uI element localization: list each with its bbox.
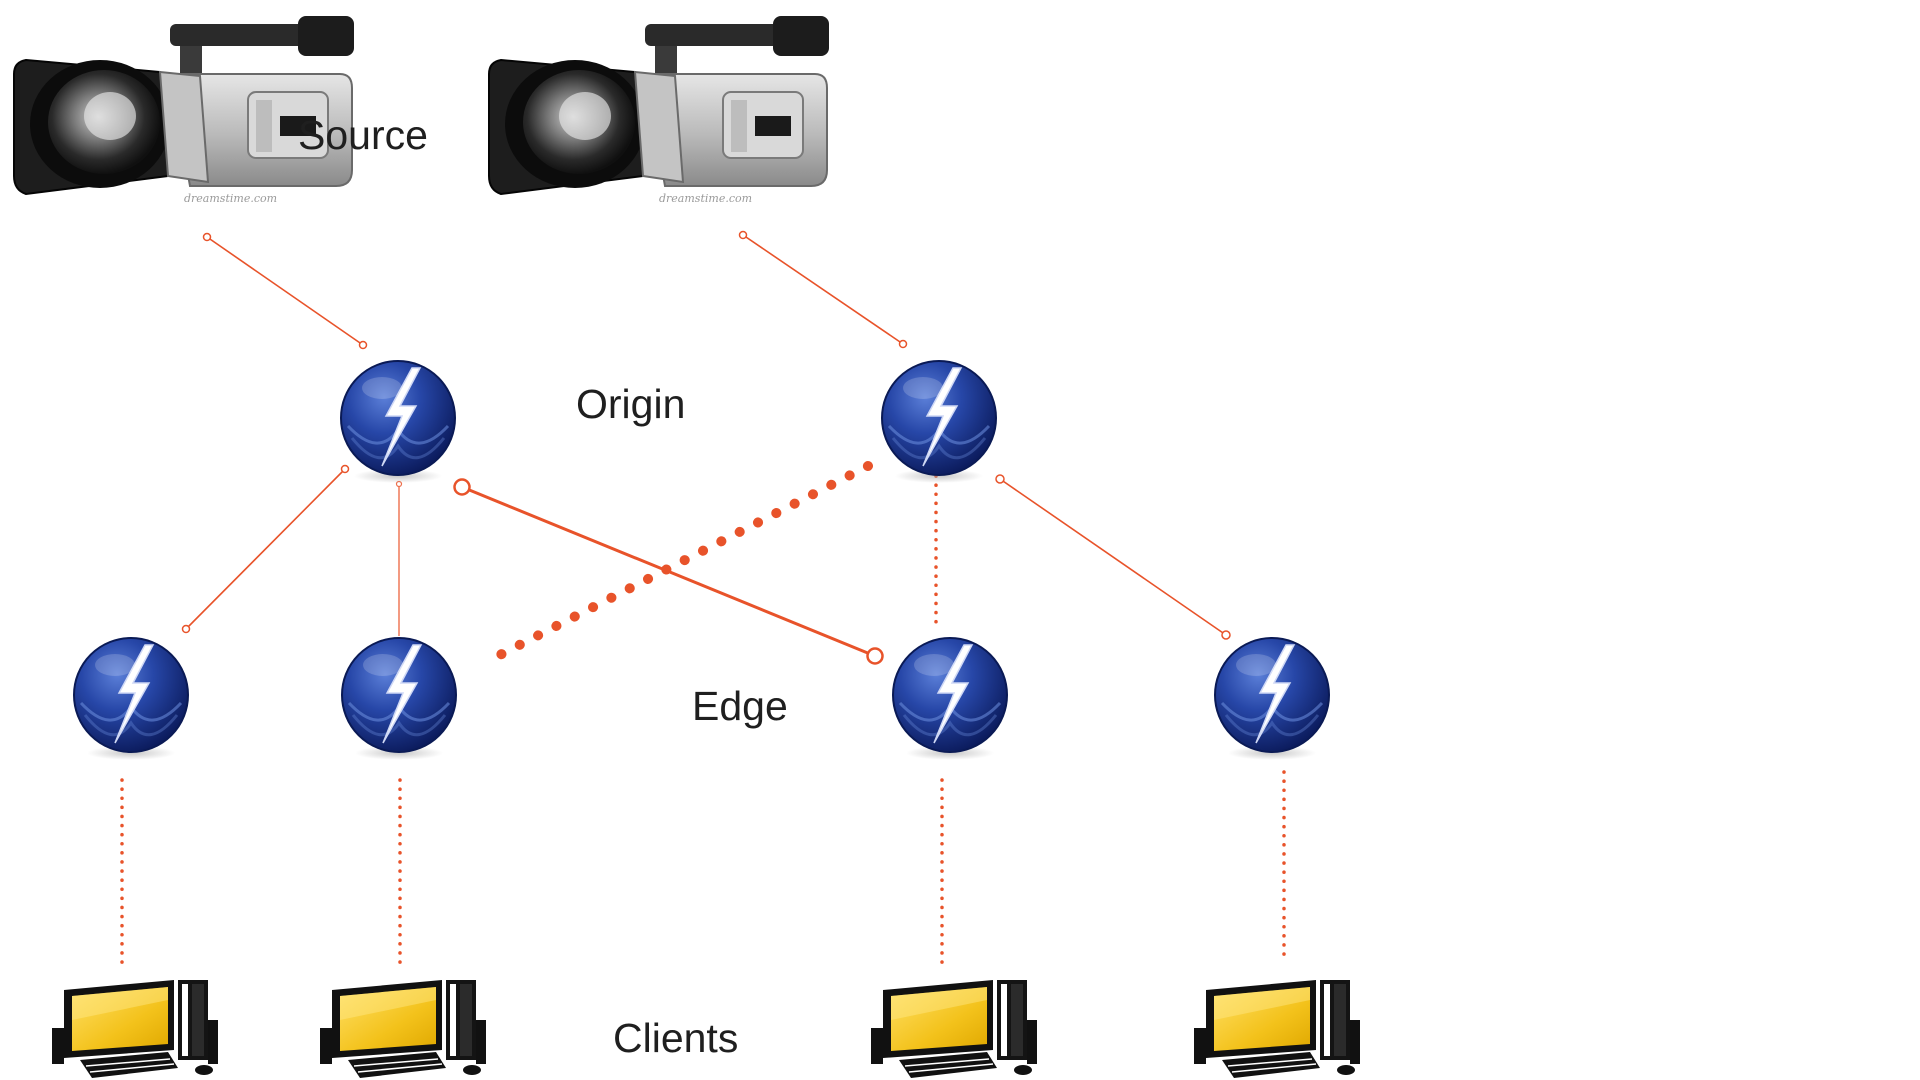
- desktop-computer-icon: [319, 979, 487, 1079]
- edge-server-1: [72, 636, 190, 762]
- flash-server-icon: [1213, 636, 1331, 762]
- tier-label-source: Source: [298, 112, 428, 158]
- client-computer-2: [319, 979, 487, 1079]
- client-computer-1: [51, 979, 219, 1079]
- camera-watermark: dreamstime.com: [184, 192, 277, 205]
- flash-server-icon: [891, 636, 1009, 762]
- desktop-computer-icon: [870, 979, 1038, 1079]
- origin-server-1: [339, 359, 457, 485]
- client-computer-3: [870, 979, 1038, 1079]
- source-camera-1: dreamstime.com: [13, 15, 355, 205]
- origin-server-2: [880, 359, 998, 485]
- flash-server-icon: [339, 359, 457, 485]
- flash-server-icon: [880, 359, 998, 485]
- link-origin1-edge1: [181, 464, 350, 634]
- edge-server-2: [340, 636, 458, 762]
- edge-server-4: [1213, 636, 1331, 762]
- flash-server-icon: [340, 636, 458, 762]
- video-camera-icon: [488, 15, 830, 195]
- link-source2-origin2: [738, 230, 908, 349]
- camera-watermark: dreamstime.com: [659, 192, 752, 205]
- tier-label-edge: Edge: [692, 683, 788, 729]
- tier-label-origin: Origin: [576, 381, 686, 427]
- link-source1-origin1: [202, 232, 368, 350]
- edge-server-3: [891, 636, 1009, 762]
- link-origin2-edge2: [489, 461, 873, 663]
- client-computer-4: [1193, 979, 1361, 1079]
- link-origin2-edge4: [995, 474, 1231, 640]
- link-origin1-edge2: [395, 480, 403, 636]
- desktop-computer-icon: [1193, 979, 1361, 1079]
- flash-server-icon: [72, 636, 190, 762]
- desktop-computer-icon: [51, 979, 219, 1079]
- tier-label-clients: Clients: [613, 1015, 739, 1061]
- connectors-layer: [120, 230, 1286, 967]
- video-camera-icon: [13, 15, 355, 195]
- source-camera-2: dreamstime.com: [488, 15, 830, 205]
